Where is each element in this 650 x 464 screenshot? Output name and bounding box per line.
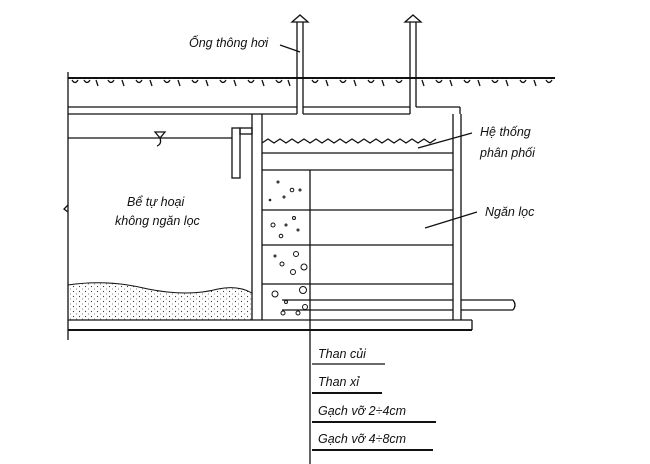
material-legend: Than củi Than xỉ Gạch vỡ 2÷4cm Gạch vỡ 4…	[312, 347, 436, 451]
legend-item: Gạch vỡ 4÷8cm	[318, 432, 406, 446]
label-distribution-1: Hệ thống	[480, 125, 531, 139]
label-filter-chamber: Ngăn lọc	[485, 205, 535, 219]
label-septic-1: Bể tự hoại	[127, 195, 185, 209]
filter-layers	[262, 180, 453, 316]
distribution-system	[261, 138, 453, 171]
vent-pipe-right	[403, 14, 423, 114]
legend-item: Than xỉ	[318, 375, 360, 389]
sludge-layer	[67, 282, 253, 321]
water-level	[68, 131, 232, 147]
top-slab	[68, 106, 461, 115]
ground-surface	[68, 77, 555, 87]
label-vent-pipe: Ống thông hơi	[189, 35, 269, 50]
bottom-slab	[68, 319, 473, 331]
legend-item: Than củi	[318, 347, 367, 361]
tee-pipe	[231, 127, 253, 179]
label-distribution-2: phân phối	[479, 146, 536, 160]
legend-item: Gạch vỡ 2÷4cm	[318, 404, 406, 418]
outlet-pipe	[461, 299, 516, 311]
label-septic-2: không ngăn lọc	[115, 214, 201, 228]
leader-lines	[279, 44, 478, 229]
vent-pipe-left	[290, 14, 310, 114]
